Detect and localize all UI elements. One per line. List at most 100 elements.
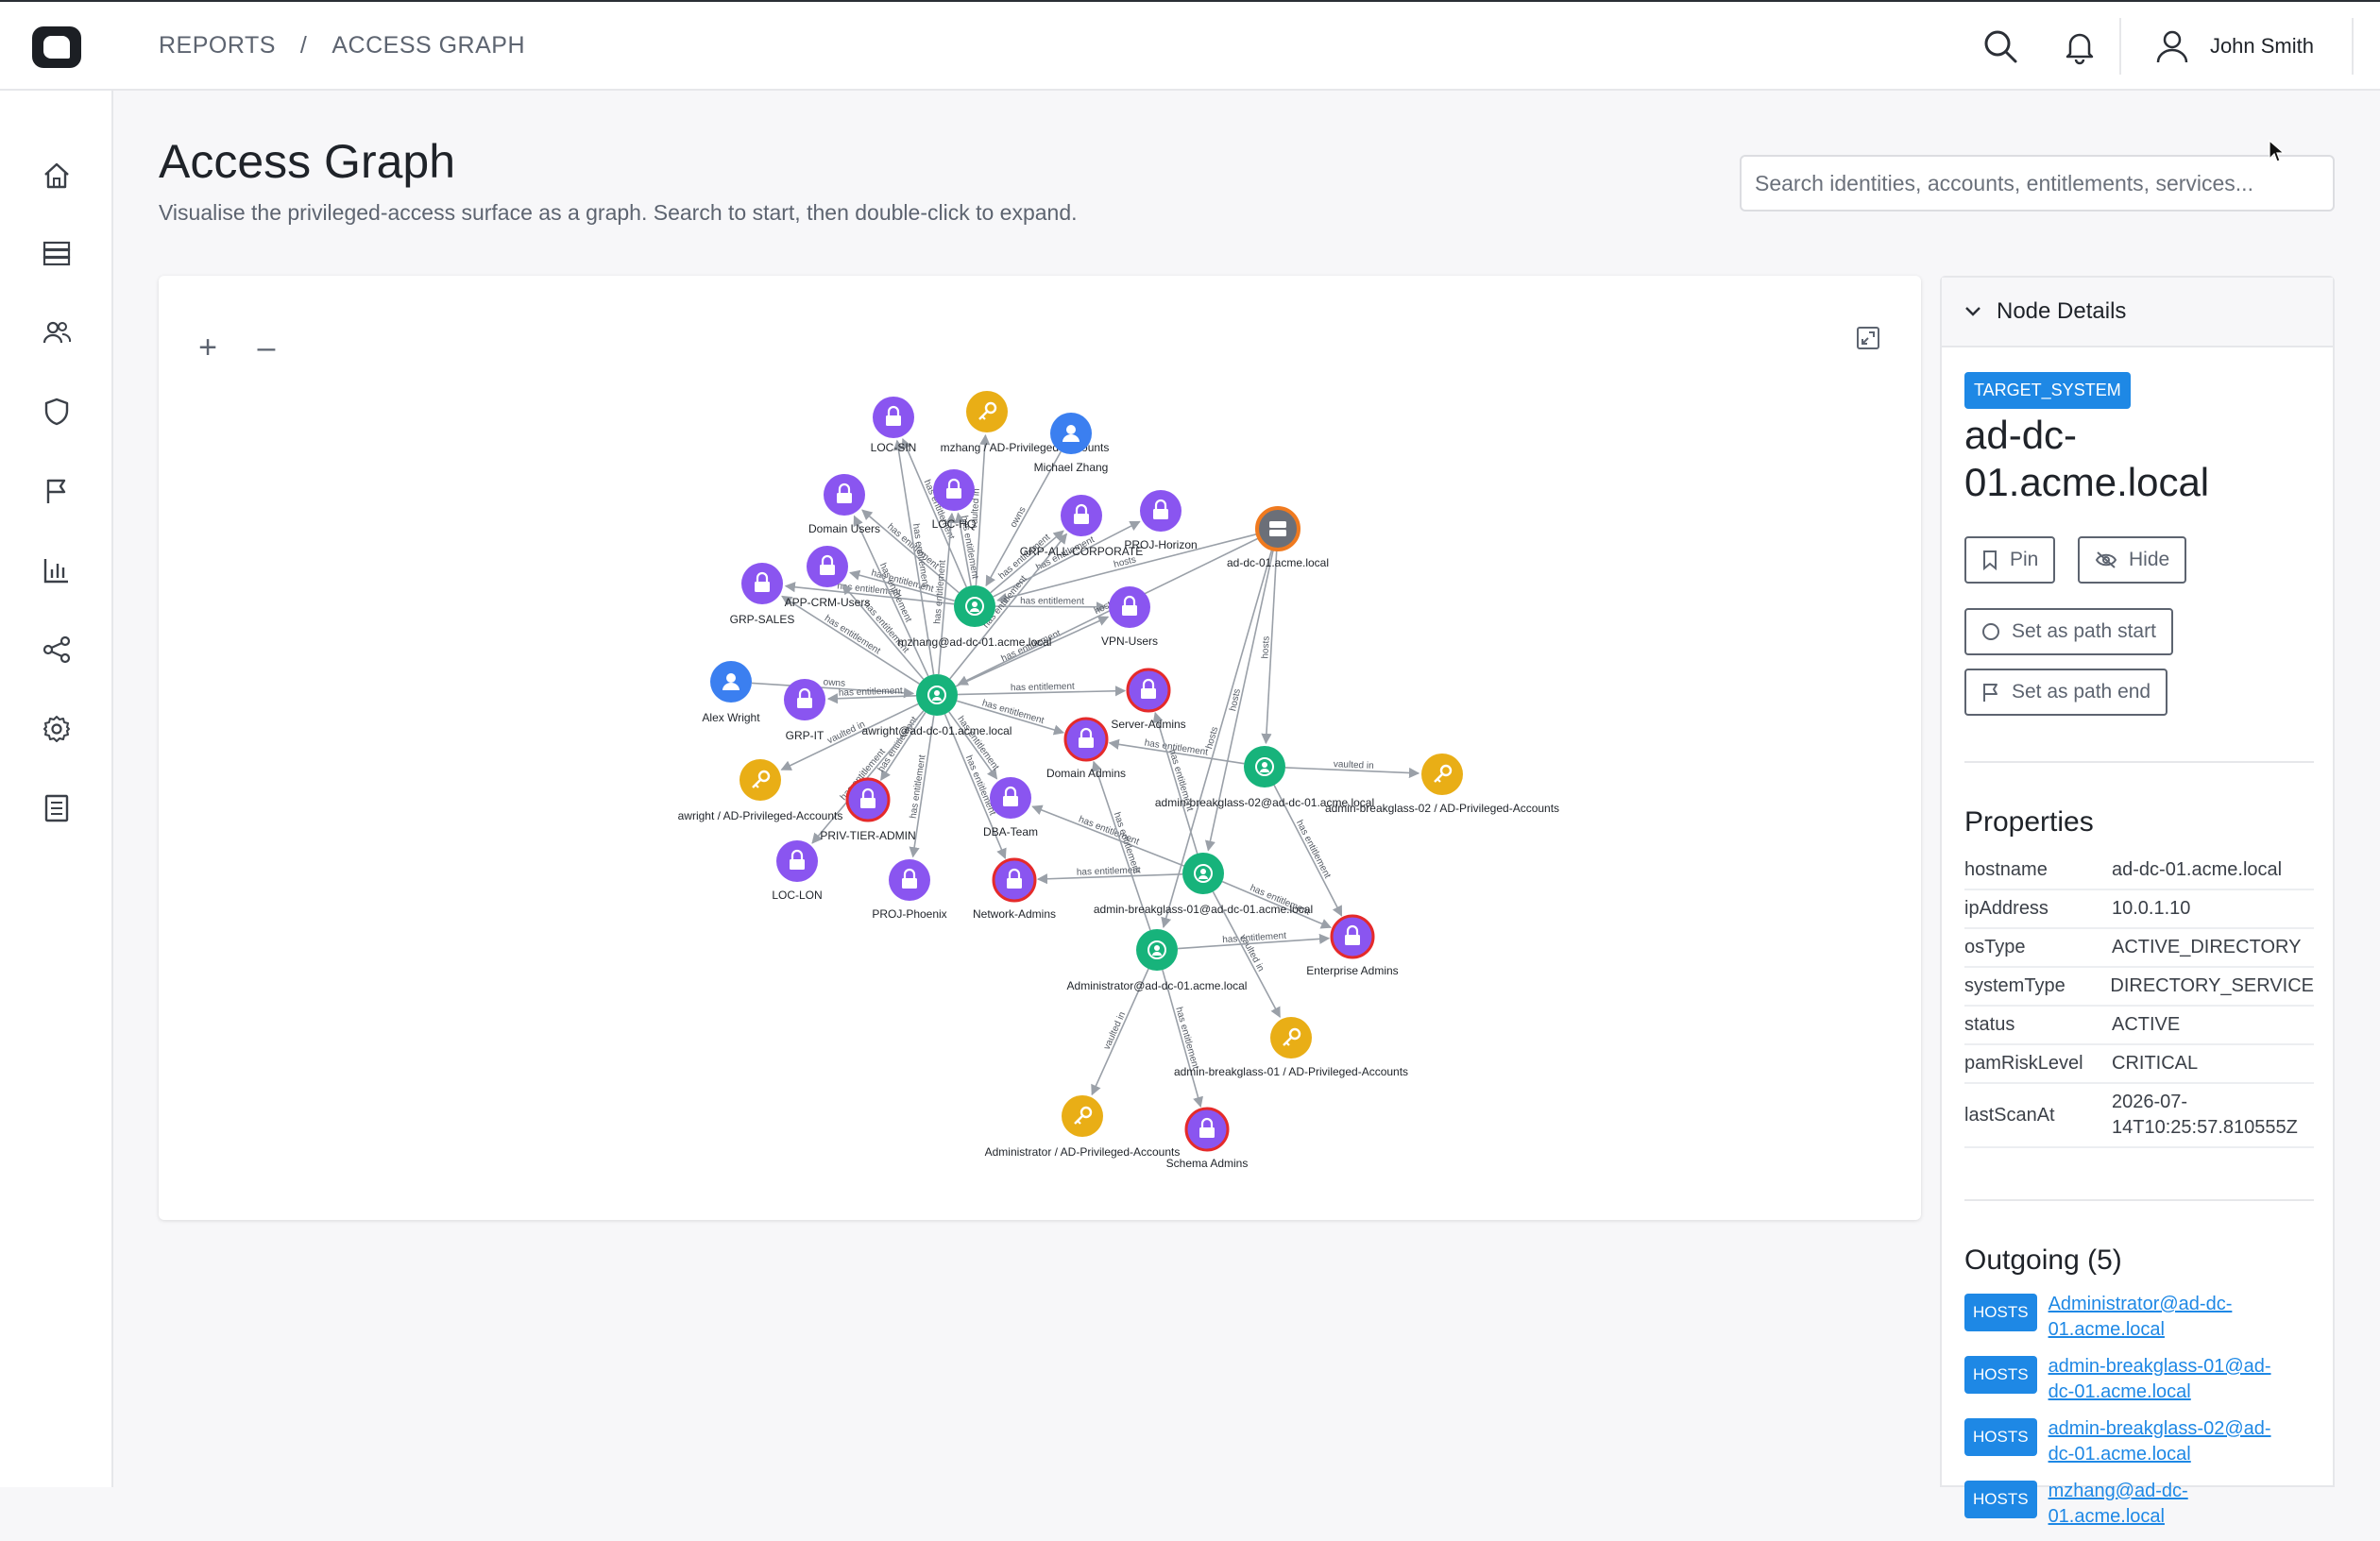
set-path-end-button[interactable]: Set as path end bbox=[1964, 669, 2168, 716]
graph-node-grp-it[interactable]: GRP-IT bbox=[784, 679, 825, 742]
graph-node-enterprise-admins[interactable]: Enterprise Admins bbox=[1306, 914, 1399, 977]
graph-edge[interactable] bbox=[956, 700, 1065, 736]
graph-node-administrator-vault[interactable]: Administrator / AD-Privileged-Accounts bbox=[985, 1095, 1181, 1159]
graph-node-priv-tier-admin[interactable]: PRIV-TIER-ADMIN bbox=[820, 777, 916, 842]
graph-node-loc-sin[interactable]: LOC-SIN bbox=[871, 397, 917, 454]
users-icon[interactable] bbox=[34, 310, 79, 355]
graph-edge[interactable] bbox=[1177, 933, 1331, 950]
graph-node-domain-users[interactable]: Domain Users bbox=[808, 474, 880, 535]
graph-edge[interactable] bbox=[957, 536, 1260, 686]
graph-node-grp-all-corporate[interactable]: GRP-ALL-CORPORATE bbox=[1020, 495, 1143, 558]
graph-edge[interactable] bbox=[780, 703, 919, 770]
graph-edge[interactable] bbox=[1036, 872, 1183, 885]
graph-edge[interactable] bbox=[1031, 804, 1184, 867]
graph-edge[interactable] bbox=[957, 686, 1127, 697]
graph-edge[interactable] bbox=[1221, 880, 1333, 929]
search-icon[interactable] bbox=[1961, 2, 2040, 91]
graph-edge[interactable] bbox=[949, 533, 1068, 680]
graph-edge[interactable] bbox=[901, 437, 968, 588]
graph-edge[interactable] bbox=[784, 582, 955, 605]
graph-edge[interactable] bbox=[1204, 549, 1275, 852]
share-graph-icon[interactable] bbox=[34, 627, 79, 672]
graph-node-domain-admins[interactable]: Domain Admins bbox=[1046, 717, 1126, 780]
outgoing-target-link[interactable]: mzhang@ad-dc-01.acme.local bbox=[2048, 1481, 2188, 1527]
graph-edge[interactable] bbox=[990, 530, 1064, 594]
graph-node-mzhang-acct[interactable]: mzhang@ad-dc-01.acme.local bbox=[898, 585, 1052, 649]
user-menu[interactable]: John Smith bbox=[2121, 2, 2352, 91]
node-details-header[interactable]: Node Details bbox=[1942, 278, 2333, 347]
graph-edge[interactable] bbox=[1284, 767, 1420, 779]
graph-edge[interactable] bbox=[985, 450, 1062, 587]
outgoing-target-link[interactable]: admin-breakglass-01@ad-dc-01.acme.local bbox=[2048, 1356, 2271, 1402]
gear-icon[interactable] bbox=[34, 706, 79, 752]
zoom-out-button[interactable]: – bbox=[257, 329, 276, 365]
graph-edge[interactable] bbox=[909, 715, 935, 858]
bell-icon[interactable] bbox=[2040, 2, 2119, 91]
graph-edge[interactable] bbox=[853, 515, 929, 677]
graph-edge[interactable] bbox=[944, 713, 1007, 859]
graph-node-bg02-vault[interactable]: admin-breakglass-02 / AD-Privileged-Acco… bbox=[1325, 754, 1559, 815]
graph-node-dba-team[interactable]: DBA-Team bbox=[983, 777, 1038, 838]
graph-node-proj-horizon[interactable]: PROJ-Horizon bbox=[1124, 490, 1198, 551]
graph-node-bg02-acct[interactable]: admin-breakglass-02@ad-dc-01.acme.local bbox=[1155, 746, 1374, 809]
set-path-start-button[interactable]: Set as path start bbox=[1964, 608, 2173, 655]
graph-node-network-admins[interactable]: Network-Admins bbox=[973, 857, 1056, 921]
graph-edge[interactable] bbox=[994, 601, 1108, 613]
graph-edge[interactable] bbox=[1091, 968, 1149, 1096]
graph-edge[interactable] bbox=[938, 512, 957, 675]
graph-edge[interactable] bbox=[861, 509, 960, 594]
pin-button[interactable]: Pin bbox=[1964, 536, 2056, 584]
graph-edge[interactable] bbox=[1261, 549, 1278, 745]
graph-node-bg01-vault[interactable]: admin-breakglass-01 / AD-Privileged-Acco… bbox=[1174, 1017, 1408, 1078]
graph-edge[interactable] bbox=[826, 693, 917, 704]
graph-node-loc-hq[interactable]: LOC-HQ bbox=[932, 469, 977, 531]
graph-node-proj-phoenix[interactable]: PROJ-Phoenix bbox=[872, 859, 947, 921]
graph-search-input[interactable] bbox=[1740, 155, 2335, 212]
fit-view-icon[interactable] bbox=[1855, 325, 1881, 351]
graph-edge[interactable] bbox=[811, 710, 925, 844]
graph-edge[interactable] bbox=[948, 711, 998, 780]
graph-edge[interactable] bbox=[1152, 711, 1198, 855]
breadcrumb-reports[interactable]: REPORTS bbox=[159, 32, 276, 59]
graph-edge[interactable] bbox=[751, 682, 915, 699]
graph-edge[interactable] bbox=[1108, 738, 1245, 765]
graph-edge[interactable] bbox=[1162, 969, 1203, 1108]
outgoing-target-link[interactable]: Administrator@ad-dc-01.acme.local bbox=[2048, 1294, 2233, 1340]
app-logo[interactable] bbox=[32, 26, 81, 68]
chevron-down-icon[interactable] bbox=[1963, 301, 1983, 322]
graph-edge[interactable] bbox=[849, 569, 955, 602]
chart-icon[interactable] bbox=[34, 548, 79, 593]
graph-node-grp-sales[interactable]: GRP-SALES bbox=[730, 563, 795, 626]
graph-edge[interactable] bbox=[842, 584, 925, 680]
shield-icon[interactable] bbox=[34, 389, 79, 434]
graph-node-schema-admins[interactable]: Schema Admins bbox=[1166, 1107, 1249, 1170]
flag-icon[interactable] bbox=[34, 468, 79, 514]
home-icon[interactable] bbox=[34, 153, 79, 198]
graph-node-awright-acct[interactable]: awright@ad-dc-01.acme.local bbox=[862, 674, 1012, 737]
graph-node-alex-wright[interactable]: Alex Wright bbox=[702, 661, 760, 724]
graph-edge[interactable] bbox=[993, 520, 1141, 598]
graph-node-loc-lon[interactable]: LOC-LON bbox=[772, 840, 823, 902]
graph-edge[interactable] bbox=[1212, 891, 1281, 1018]
graph-edge[interactable] bbox=[975, 433, 991, 586]
graph-node-ad-dc-01[interactable]: ad-dc-01.acme.local bbox=[1227, 506, 1329, 569]
graph-node-administrator-acct[interactable]: Administrator@ad-dc-01.acme.local bbox=[1067, 929, 1248, 992]
graph-edge[interactable] bbox=[1273, 785, 1343, 917]
graph-edge[interactable] bbox=[892, 439, 935, 675]
graph-edge[interactable] bbox=[880, 711, 926, 782]
outgoing-target-link[interactable]: admin-breakglass-02@ad-dc-01.acme.local bbox=[2048, 1418, 2271, 1465]
hide-button[interactable]: Hide bbox=[2078, 536, 2187, 584]
graph-node-awright-vault[interactable]: awright / AD-Privileged-Accounts bbox=[678, 759, 843, 822]
servers-icon[interactable] bbox=[34, 230, 79, 276]
graph-edge[interactable] bbox=[954, 512, 972, 586]
graph-node-vpn-users[interactable]: VPN-Users bbox=[1101, 586, 1158, 648]
document-icon[interactable] bbox=[34, 786, 79, 831]
graph-edge[interactable] bbox=[1091, 760, 1151, 931]
graph-node-app-crm-users[interactable]: APP-CRM-Users bbox=[785, 546, 871, 609]
zoom-in-button[interactable]: + bbox=[198, 329, 217, 365]
node-circle[interactable] bbox=[1255, 506, 1300, 551]
graph-edge[interactable] bbox=[781, 595, 920, 685]
graph-edge[interactable] bbox=[955, 616, 1110, 687]
